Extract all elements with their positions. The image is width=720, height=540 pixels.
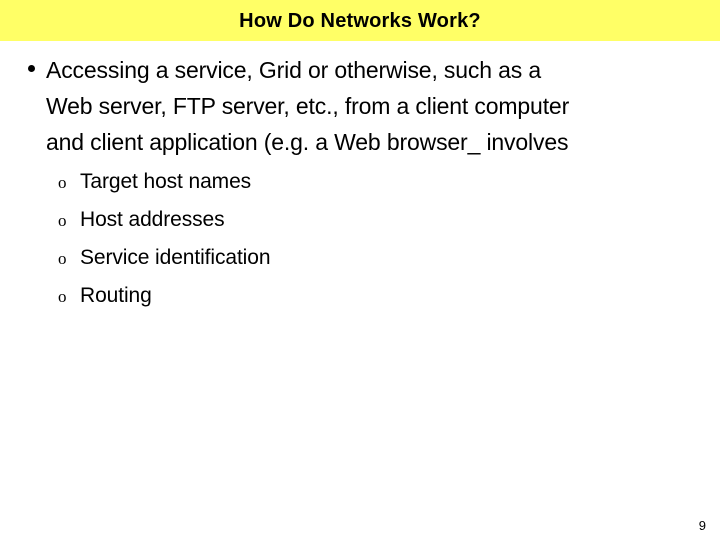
subbullet-o-icon: o [58,249,67,268]
page-number: 9 [698,518,706,533]
bullet-item-text: Accessing a service, Grid or otherwise, … [46,57,570,155]
subbullet-item-routing: o Routing [58,277,658,315]
subbullet-label: Host addresses [80,208,225,231]
subbullet-item-service-identification: o Service identification [58,239,658,277]
bullet-dot-icon [24,52,46,88]
subbullet-item-target-host-names: o Target host names [58,163,658,201]
subbullet-o-icon: o [58,211,67,230]
slide-body: Accessing a service, Grid or otherwise, … [0,41,720,540]
subbullet-label: Target host names [80,170,252,193]
subbullet-label: Service identification [80,246,271,269]
subbullet-label: Routing [80,284,152,307]
subbullet-o-icon: o [58,173,67,192]
subbullet-list: o Target host names o Host addresses o S… [58,163,658,315]
subbullet-item-host-addresses: o Host addresses [58,201,658,239]
subbullet-o-icon: o [58,287,67,306]
slide-title-band: How Do Networks Work? [0,0,720,41]
page-title: How Do Networks Work? [239,9,481,32]
bullet-item: Accessing a service, Grid or otherwise, … [24,52,708,160]
